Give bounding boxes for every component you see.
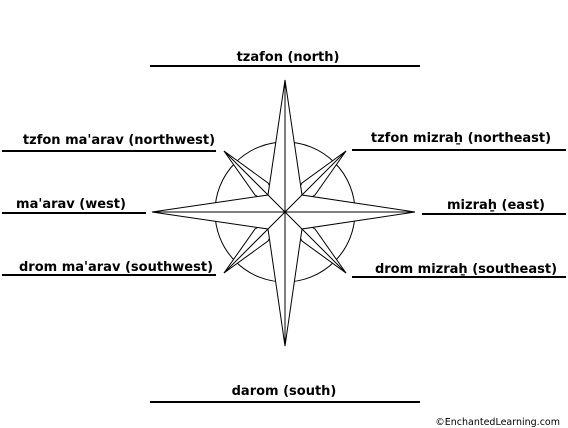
label-northwest: tzfon ma'arav (northwest) [23, 133, 215, 148]
compass-rose [151, 79, 416, 347]
label-south: darom (south) [232, 384, 337, 399]
label-southeast: drom mizraẖ (southeast) [375, 262, 557, 277]
label-west: ma'arav (west) [16, 197, 126, 212]
answer-lines [2, 65, 566, 403]
label-southwest: drom ma'arav (southwest) [19, 260, 213, 275]
label-northeast: tzfon mizraẖ (northeast) [371, 131, 551, 146]
label-east: mizraẖ (east) [447, 198, 545, 213]
cardinal-star [151, 79, 416, 347]
label-north: tzafon (north) [237, 50, 340, 65]
credit-text: ©EnchantedLearning.com [435, 417, 560, 428]
direction-labels: tzafon (north) tzfon ma'arav (northwest)… [16, 50, 557, 399]
